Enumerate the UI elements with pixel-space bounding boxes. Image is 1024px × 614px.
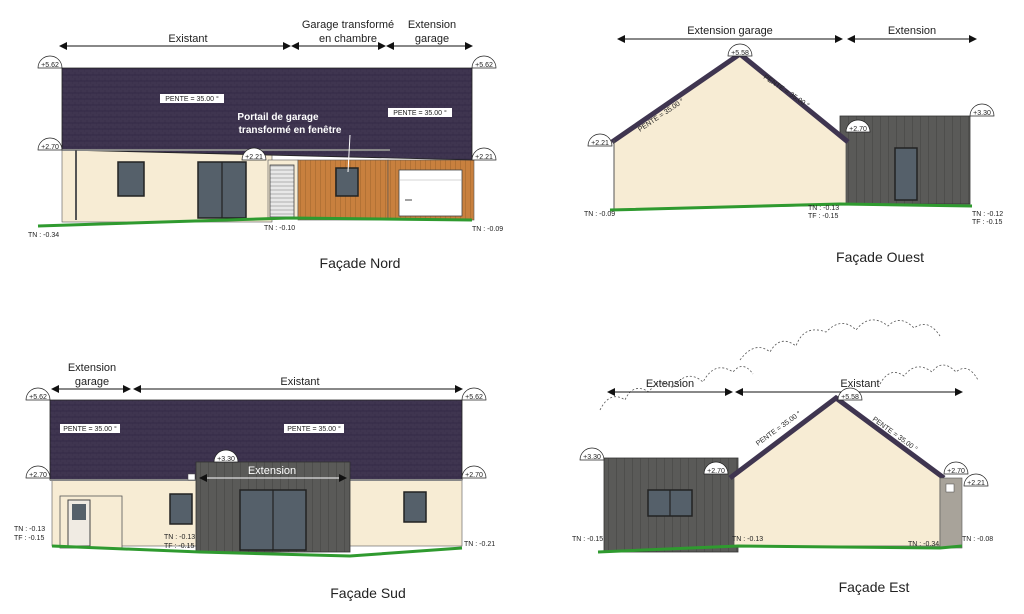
tn-label: TN : -0.12 — [972, 211, 1003, 218]
pente-label: PENTE = 35.00 ° — [287, 425, 341, 433]
dim-extension: Extension — [646, 378, 694, 390]
window — [117, 161, 145, 197]
ground-line — [609, 202, 973, 212]
svg-text:+2.21: +2.21 — [967, 480, 985, 487]
level-marker: +3.30 — [969, 103, 995, 117]
window — [894, 147, 918, 201]
dim-garage: garage — [415, 33, 449, 45]
tn-label: TN : -0.15 — [572, 536, 603, 543]
window — [403, 491, 427, 523]
dim-garage: garage — [75, 376, 109, 388]
facade-sud: Extension garage Existant Extension PENT… — [14, 362, 495, 601]
note-fenetre: transformé en fenêtre — [239, 125, 342, 136]
extension-label: Extension — [248, 465, 296, 477]
svg-text:+2.70: +2.70 — [29, 472, 47, 479]
svg-text:+2.21: +2.21 — [591, 140, 609, 147]
facade-est: Extension Existant PENTE = 35.00 ° PENTE… — [572, 319, 993, 595]
pente-label: PENTE = 35.00 ° — [165, 95, 219, 103]
level-marker: +2.70 — [845, 119, 871, 133]
tn-label: TN : -0.13 — [164, 534, 195, 541]
tn-label: TN : -0.09 — [584, 211, 615, 218]
level-marker: +3.30 — [579, 447, 605, 461]
dim-existant: Existant — [840, 378, 879, 390]
level-marker: +3.30 — [213, 449, 239, 463]
pente-label: PENTE = 35.00 ° — [393, 109, 447, 117]
level-marker: +5.62 — [25, 387, 51, 401]
svg-text:+2.70: +2.70 — [707, 468, 725, 475]
dim-existant: Existant — [280, 376, 319, 388]
level-marker: +5.62 — [37, 55, 63, 69]
facade-nord: Existant Garage transformé en chambre Ex… — [28, 19, 503, 271]
level-marker: +2.21 — [587, 133, 613, 147]
svg-text:+3.30: +3.30 — [217, 456, 235, 463]
title-facade-est: Façade Est — [839, 579, 910, 595]
dim-en-chambre: en chambre — [319, 33, 377, 45]
pente-label: PENTE = 35.00 ° — [63, 425, 117, 433]
level-marker: +5.62 — [461, 387, 487, 401]
ground-line — [37, 216, 473, 228]
tn-label: TN : -0.08 — [962, 536, 993, 543]
svg-text:+3.30: +3.30 — [583, 454, 601, 461]
wall-gable — [733, 399, 941, 547]
tn-label: TN : -0.13 — [732, 536, 763, 543]
tn-label: TF : -0.15 — [808, 213, 838, 220]
tn-label: TN : -0.21 — [464, 541, 495, 548]
tn-label: TN : -0.13 — [808, 205, 839, 212]
svg-text:+5.58: +5.58 — [731, 50, 749, 57]
dim-extension-garage: Extension garage — [687, 25, 773, 37]
dim-extension: Extension — [68, 362, 116, 374]
level-marker: +2.70 — [461, 465, 487, 479]
level-marker: +2.70 — [703, 461, 729, 475]
dim-garage-transforme: Garage transformé — [302, 19, 394, 31]
svg-text:+3.30: +3.30 — [973, 110, 991, 117]
wall-gable — [613, 55, 847, 211]
tn-label: TF : -0.15 — [14, 535, 44, 542]
svg-text:+5.62: +5.62 — [29, 394, 47, 401]
level-marker: +2.70 — [943, 461, 969, 475]
garage-door — [398, 169, 463, 217]
level-marker: +2.21 — [241, 147, 267, 161]
svg-text:+5.58: +5.58 — [841, 394, 859, 401]
tn-label: TN : -0.10 — [264, 225, 295, 232]
tn-label: TN : -0.34 — [28, 232, 59, 239]
svg-text:+5.62: +5.62 — [475, 62, 493, 69]
tree-outline — [879, 364, 979, 385]
svg-text:+2.70: +2.70 — [465, 472, 483, 479]
level-marker: +2.70 — [37, 137, 63, 151]
ground-line — [597, 544, 963, 554]
svg-text:+5.62: +5.62 — [465, 394, 483, 401]
tn-label: TF : -0.15 — [164, 543, 194, 550]
level-marker: +5.58 — [837, 387, 863, 401]
svg-text:+2.70: +2.70 — [849, 126, 867, 133]
tn-label: TN : -0.34 — [908, 541, 939, 548]
dim-existant: Existant — [168, 33, 207, 45]
roof-edge — [728, 394, 946, 481]
tn-label: TN : -0.09 — [472, 226, 503, 233]
svg-text:+2.21: +2.21 — [475, 154, 493, 161]
tree-outline — [739, 319, 941, 361]
svg-text:+2.21: +2.21 — [245, 154, 263, 161]
level-marker: +2.21 — [963, 473, 989, 487]
window — [169, 493, 193, 525]
level-marker: +2.21 — [471, 147, 497, 161]
level-marker: +5.58 — [727, 43, 753, 57]
window — [335, 167, 359, 197]
title-facade-sud: Façade Sud — [330, 585, 406, 601]
title-facade-ouest: Façade Ouest — [836, 249, 924, 265]
dim-extension: Extension — [888, 25, 936, 37]
svg-text:+2.70: +2.70 — [41, 144, 59, 151]
level-marker: +5.62 — [471, 55, 497, 69]
tn-label: TN : -0.13 — [14, 526, 45, 533]
ground-line — [51, 544, 463, 558]
dim-extension: Extension — [408, 19, 456, 31]
svg-text:+5.62: +5.62 — [41, 62, 59, 69]
facade-ouest: Extension garage Extension PENTE = 35.00… — [584, 25, 1003, 265]
note-portail: Portail de garage — [237, 112, 319, 123]
level-marker: +2.70 — [25, 465, 51, 479]
title-facade-nord: Façade Nord — [320, 255, 401, 271]
svg-text:+2.70: +2.70 — [947, 468, 965, 475]
tn-label: TF : -0.15 — [972, 219, 1002, 226]
